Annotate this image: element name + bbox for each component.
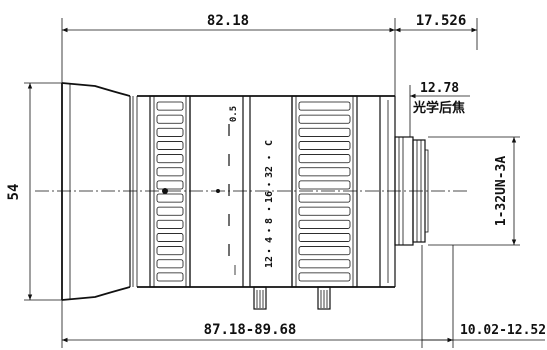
iris-knurl-rib (156, 180, 184, 190)
lock-screw-1 (253, 286, 267, 310)
iris-knurl-rib (156, 259, 184, 269)
focus-scale-label: 12 (264, 256, 275, 268)
dim-extended-length: 87.18-89.68 (61, 245, 454, 348)
focus-scale-dot (267, 207, 271, 211)
dim-label-flange: 10.02-12.52 (460, 323, 546, 338)
iris-knurl-rib (156, 193, 184, 203)
dim-label-back-focus: 12.78 (420, 81, 459, 96)
iris-knurl-rib (156, 167, 184, 177)
c-mount (394, 136, 429, 246)
focus-scale-dot (267, 249, 271, 253)
iris-index-dot (162, 188, 168, 194)
focus-knurl-rib (298, 154, 351, 164)
focus-knurl-rib (298, 206, 351, 216)
iris-knurl-rib (156, 246, 184, 256)
iris-knurl-rib (156, 272, 184, 282)
focus-scale-dot (267, 156, 271, 159)
focus-scale-band: 0.5 12 4 8 16 32 C (229, 96, 293, 287)
iris-knurl-rib (156, 233, 184, 242)
focus-scale-label: C (264, 140, 275, 146)
dim-flange: 10.02-12.52 (421, 245, 546, 348)
dim-rear-length: 17.526 (395, 13, 478, 50)
focus-knurl-rib (298, 167, 351, 177)
focus-knurl-rib (298, 219, 351, 229)
iris-knurl-rib (156, 101, 184, 111)
focus-label-0: 0.5 (229, 106, 239, 122)
dim-diameter: 54 (6, 82, 62, 301)
focus-knurl-rib (298, 141, 351, 150)
iris-knurl-rib (156, 154, 184, 164)
iris-ring (149, 95, 191, 288)
focus-knurl-rib (298, 233, 351, 242)
dim-label-diameter: 54 (6, 184, 22, 201)
focus-scale-dot (267, 183, 271, 186)
focus-knurl-rib (298, 101, 351, 111)
dim-back-focus: 12.78 光学后焦 (409, 81, 470, 137)
focus-knurl-rib (298, 193, 351, 203)
dim-label-rear: 17.526 (416, 13, 467, 29)
iris-knurl-rib (156, 206, 184, 216)
dim-thread: 1-32UN-3A (428, 136, 520, 246)
front-hood (61, 82, 138, 301)
focus-scale-label: 4 (264, 237, 275, 243)
focus-knurl-rib (298, 259, 351, 269)
back-focus-caption: 光学后焦 (412, 100, 465, 116)
iris-index-dot-2 (216, 189, 220, 193)
focus-scale-label: 16 (264, 191, 275, 203)
iris-knurl-rib (156, 127, 184, 137)
lock-screw-2 (317, 286, 331, 310)
dim-label-thread: 1-32UN-3A (494, 156, 509, 227)
focus-ring (291, 95, 358, 288)
focus-scale-label: 32 (264, 166, 275, 178)
focus-knurl-rib (298, 127, 351, 137)
dim-label-extended: 87.18-89.68 (204, 322, 297, 338)
iris-knurl-rib (156, 141, 184, 150)
focus-knurl-rib (298, 180, 351, 190)
iris-knurl-rib (156, 219, 184, 229)
iris-scale-band (162, 96, 244, 287)
focus-knurl-rib (298, 246, 351, 256)
focus-scale-label: 8 (264, 218, 275, 224)
focus-scale-dot (267, 229, 271, 232)
focus-knurl-rib (298, 272, 351, 282)
dim-label-overall: 82.18 (207, 13, 249, 29)
iris-knurl-rib (156, 114, 184, 124)
focus-knurl-rib (298, 114, 351, 124)
